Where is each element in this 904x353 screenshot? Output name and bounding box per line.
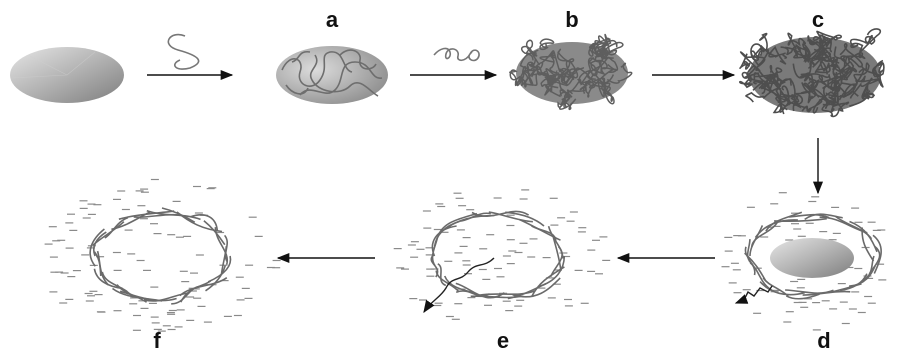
stage-f: f — [45, 180, 281, 353]
stage-label-f: f — [153, 328, 161, 353]
hollow-shell — [90, 208, 230, 304]
shell-strand — [752, 221, 779, 247]
shell-strand — [505, 212, 544, 226]
stage-d: d — [722, 193, 887, 353]
coiled-strand-icon — [434, 48, 479, 60]
stage-e: e — [394, 190, 611, 353]
dissolved-medium — [394, 190, 611, 319]
stage-label-d: d — [817, 328, 830, 353]
polymer-strand-icon — [168, 35, 198, 69]
shell-strand — [549, 226, 563, 258]
arrow-start-to-a — [147, 35, 232, 75]
dissolved-medium — [45, 180, 281, 332]
arrow-a-to-b — [410, 48, 496, 75]
stage-label-e: e — [497, 328, 509, 353]
hollow-shell — [431, 211, 564, 298]
ellipsoid-core-icon — [770, 238, 854, 278]
ellipsoid-core-icon — [276, 46, 388, 104]
shell-strand — [750, 225, 762, 256]
shell-strand — [113, 289, 163, 302]
stage-label-c: c — [812, 7, 824, 32]
stage-start-core — [10, 47, 124, 103]
shell-strand — [785, 290, 833, 293]
stage-b: b — [510, 7, 632, 109]
stage-label-a: a — [326, 7, 339, 32]
stage-a: a — [276, 7, 388, 104]
stage-c: c — [740, 7, 884, 116]
stage-label-b: b — [565, 7, 578, 32]
squiggle-release-arrow-icon — [736, 286, 772, 303]
shell-strand — [93, 222, 124, 245]
